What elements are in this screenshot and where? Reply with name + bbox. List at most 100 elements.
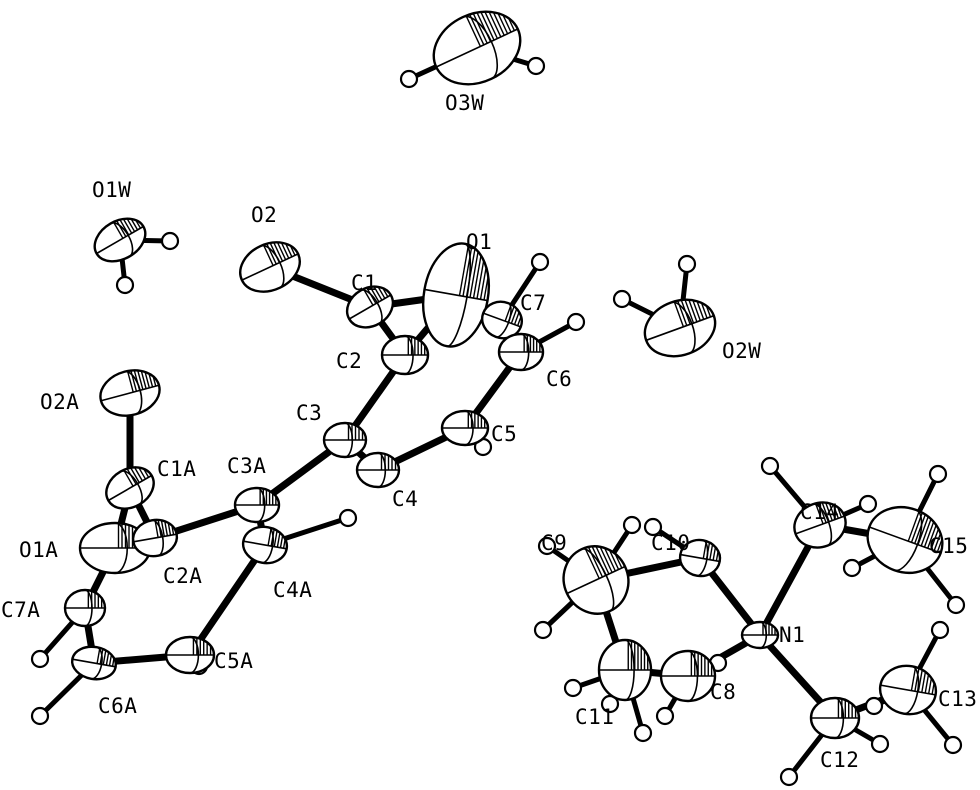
label-n1: N1 (779, 623, 805, 647)
hatch (513, 311, 520, 325)
hatch (584, 547, 600, 579)
hydrogen-atom (677, 254, 697, 274)
hydrogen-atom (399, 69, 419, 89)
hatch (483, 276, 489, 301)
hatch (160, 520, 165, 537)
hatch (366, 287, 377, 304)
label-c5a: C5A (214, 649, 253, 673)
atom-o1w (93, 217, 147, 263)
atom-c1 (345, 285, 395, 329)
atom-o3w (432, 10, 522, 86)
label-o3w: O3W (445, 91, 484, 115)
hydrogen-atom (655, 706, 675, 726)
hatch (614, 553, 623, 569)
hydrogen-atom (30, 649, 50, 669)
axis (72, 658, 116, 668)
atom-o2a (99, 369, 161, 417)
hatch (285, 243, 293, 258)
label-c8: C8 (710, 680, 736, 704)
hatch (105, 652, 110, 666)
label-c15: C15 (929, 534, 968, 558)
atom-n1 (740, 620, 780, 650)
label-layer: O3W O1W O2 O1 C1 C7 C2 C6 O2W O2A C3 C5 … (1, 91, 977, 772)
hydrogen-atom (946, 595, 966, 615)
axis (243, 540, 287, 550)
axis (869, 526, 941, 554)
hatch (591, 546, 607, 576)
hydrogen-atom (930, 620, 950, 640)
axis (96, 225, 144, 255)
label-c12: C12 (820, 748, 859, 772)
hatch (267, 527, 272, 546)
label-o2: O2 (251, 203, 277, 227)
hatch (700, 302, 708, 319)
hatch (167, 522, 172, 536)
atom-layer (30, 10, 966, 787)
hatch (603, 547, 616, 572)
label-c9: C9 (541, 531, 567, 555)
hatch (472, 255, 482, 299)
axis (348, 294, 392, 320)
hatch (930, 528, 940, 550)
hatch (705, 305, 712, 318)
hydrogen-atom (338, 508, 358, 528)
atom-o2 (239, 241, 301, 293)
label-c13: C13 (938, 687, 977, 711)
hatch (920, 518, 932, 547)
hatch (122, 218, 133, 234)
atom-c9 (562, 545, 630, 615)
hydrogen-atom (870, 734, 890, 754)
hatch (133, 467, 143, 482)
hatch (99, 648, 104, 665)
hydrogen-atom (537, 536, 557, 556)
hatch (148, 373, 154, 388)
axis (435, 28, 519, 68)
hydrogen-atom (160, 231, 180, 251)
hatch (96, 647, 101, 664)
hatch (936, 539, 943, 553)
hatch (608, 549, 620, 570)
hatch (688, 299, 698, 323)
hatch (373, 286, 383, 301)
label-c10: C10 (651, 531, 690, 555)
axis (795, 515, 845, 535)
hatch (828, 503, 836, 520)
hydrogen-atom (566, 312, 586, 332)
hydrogen-atom (622, 515, 642, 535)
hatch (130, 370, 138, 392)
hatch (262, 244, 274, 266)
atom-c6a (70, 645, 118, 681)
hatch (705, 542, 711, 560)
hatch (599, 546, 613, 573)
hatch (677, 300, 688, 326)
hatch (465, 248, 476, 297)
hatch (914, 668, 920, 692)
hatch (282, 539, 286, 549)
hatch (273, 242, 284, 262)
hatch (673, 301, 685, 328)
hatch (680, 299, 691, 325)
hatch (927, 524, 937, 549)
hydrogen-atom (526, 56, 546, 76)
hatch (814, 503, 824, 525)
hatch (465, 15, 482, 47)
atom-c1a (105, 466, 155, 510)
hatch (266, 243, 277, 265)
hatch (476, 12, 492, 42)
axis (670, 301, 696, 355)
atom-c8 (659, 649, 717, 703)
hatch (144, 371, 150, 389)
hatch (502, 14, 512, 33)
hatch (171, 525, 175, 535)
hatch (369, 286, 380, 303)
hatch (108, 654, 113, 666)
hatch (480, 11, 495, 41)
ellipsoid (432, 10, 522, 86)
hatch (479, 267, 487, 300)
label-c7a: C7A (1, 598, 40, 622)
hatch (469, 251, 479, 298)
axis (880, 684, 936, 696)
hydrogen-atom (530, 252, 550, 272)
atom-c6 (497, 332, 545, 372)
